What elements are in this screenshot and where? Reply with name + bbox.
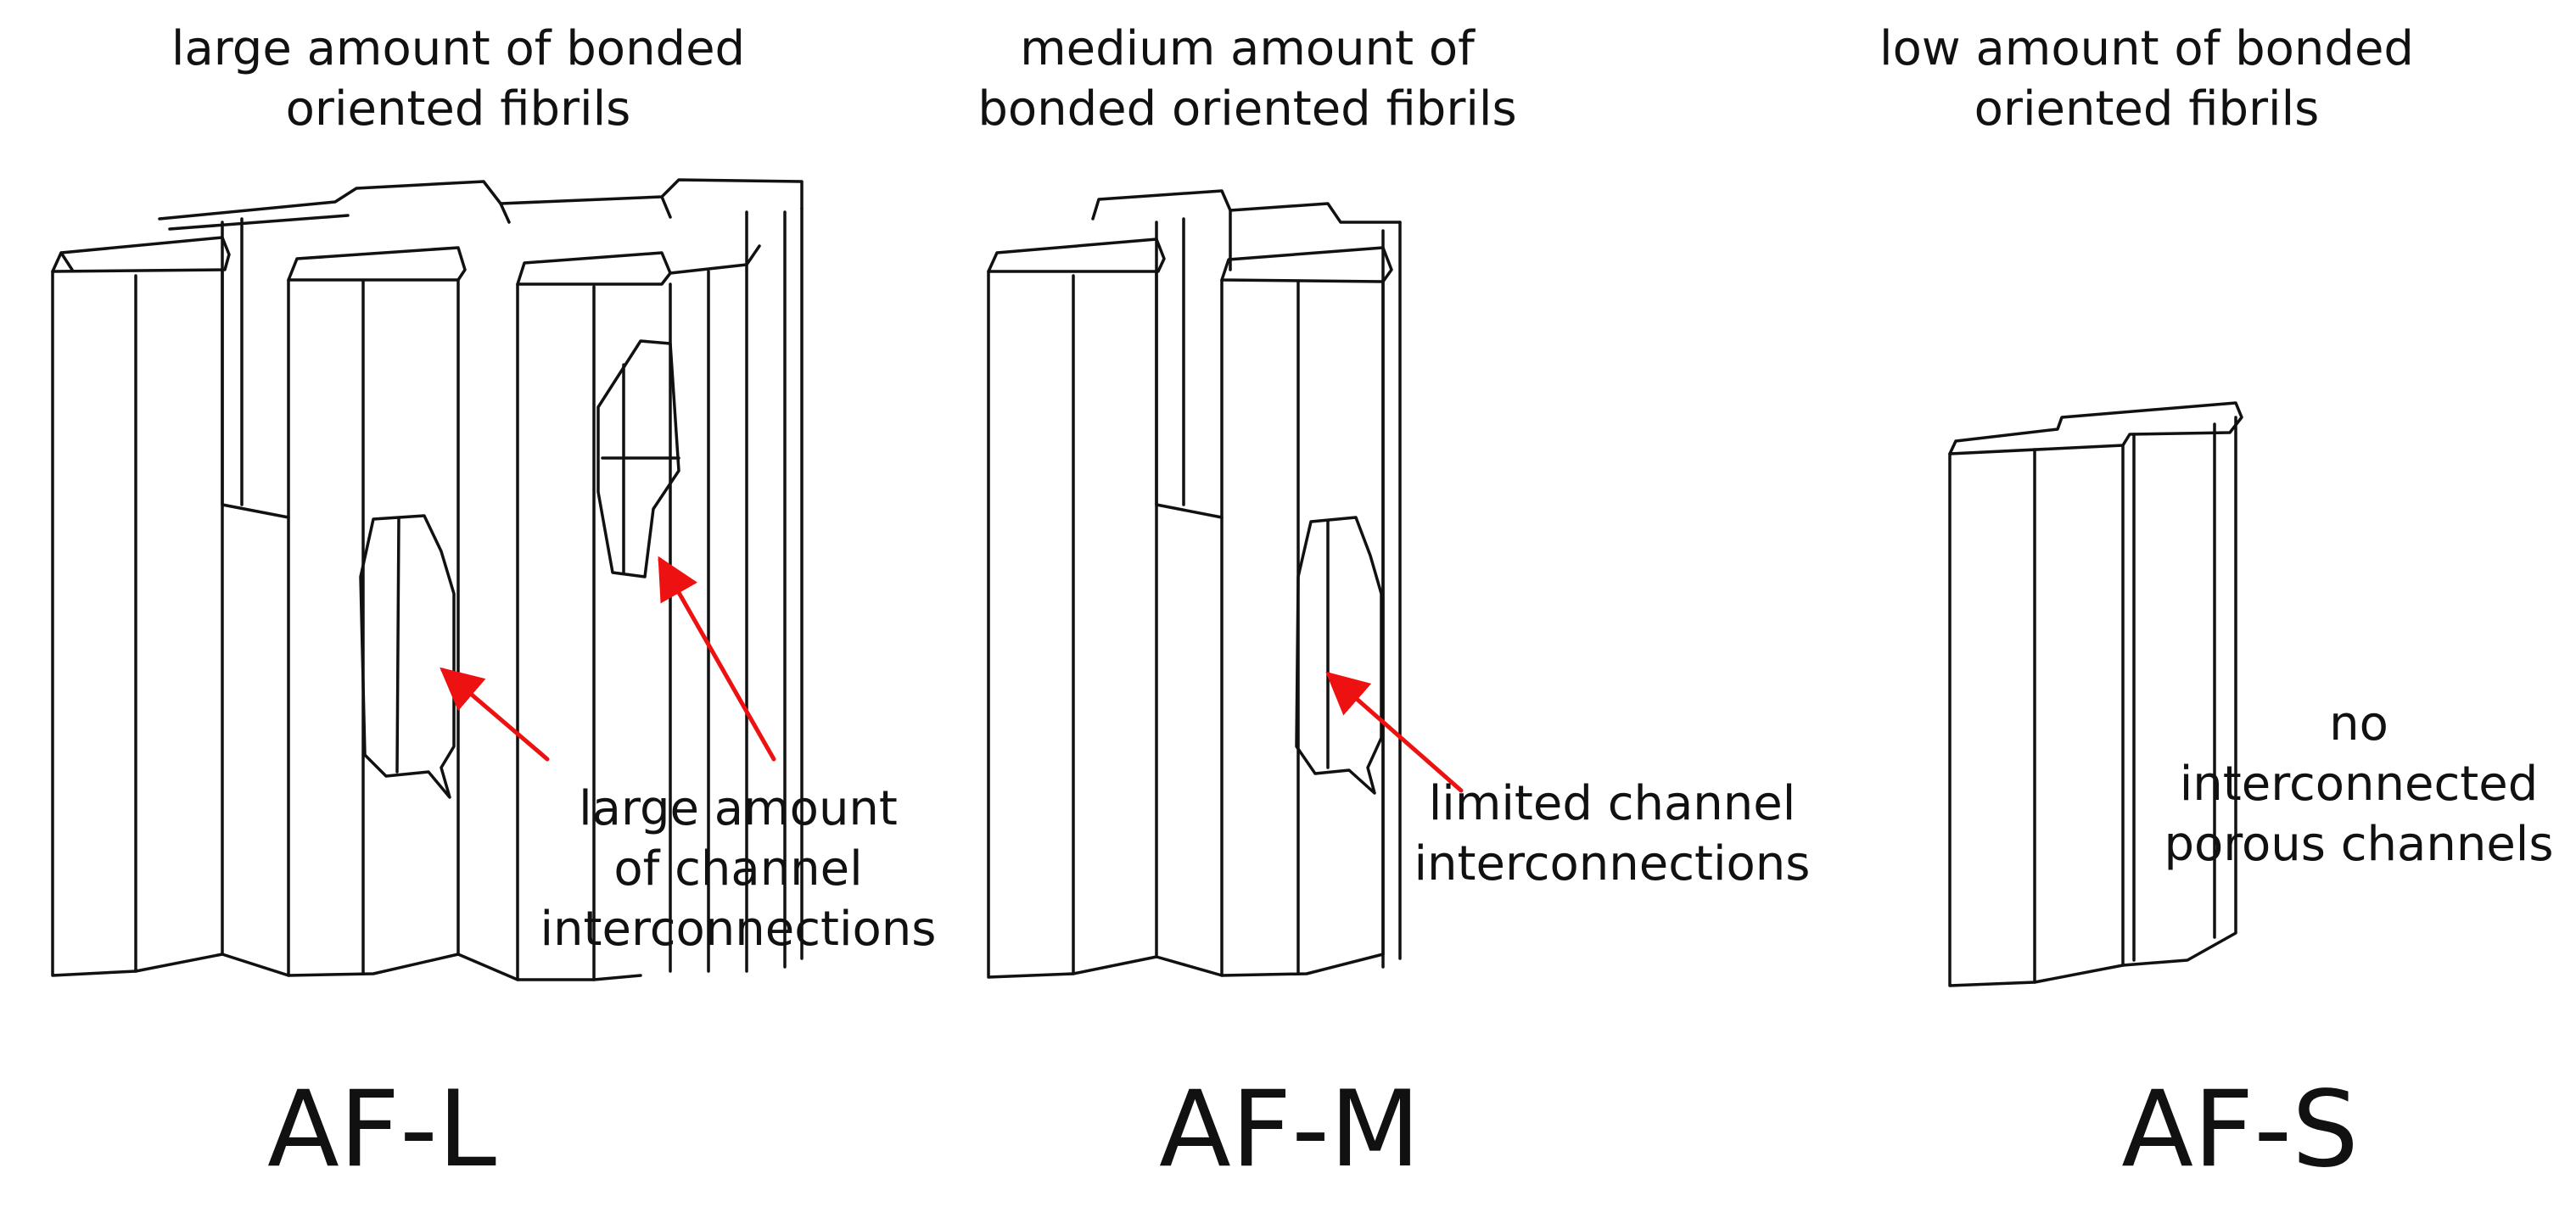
af-l-front-left (51, 270, 642, 981)
af-s-inner-edges (2033, 422, 2216, 984)
af-m-back-top (1091, 189, 1402, 224)
af-m-label: AF-M (1159, 1069, 1420, 1191)
af-l-window-1-inner (395, 517, 400, 774)
af-l-right-top (516, 244, 761, 286)
af-s-bundle (1948, 401, 2243, 987)
af-l-front-edges (134, 268, 290, 977)
af-l-front-top (51, 236, 231, 273)
af-l-mid-edges (287, 278, 519, 981)
annotation-arrows (440, 556, 1464, 793)
af-m-back-verticals (1155, 209, 1402, 969)
af-l-window-2-inner (601, 363, 680, 574)
af-l-arrow-2 (658, 556, 776, 762)
af-m-bundle (987, 189, 1402, 979)
af-m-window (1295, 516, 1383, 795)
af-l-bundle (51, 178, 804, 981)
af-s-note: no interconnected porous channels (2164, 696, 2554, 873)
af-m-front-top (987, 237, 1166, 273)
af-l-back-top-inner (168, 195, 672, 231)
af-l-back-top (158, 178, 804, 221)
af-s-heading: low amount of bonded oriented fibrils (1879, 21, 2414, 137)
af-m-arrow (1325, 671, 1464, 793)
af-m-front-fibril-edges (1220, 278, 1385, 975)
af-m-front-left (987, 270, 1385, 979)
af-l-heading: large amount of bonded oriented fibrils (171, 21, 746, 137)
af-s-top (1948, 401, 2243, 455)
af-l-arrow-1 (440, 667, 550, 762)
af-l-note: large amount of channel interconnections (540, 781, 937, 958)
af-l-window-1 (359, 514, 456, 799)
af-m-heading: medium amount of bonded oriented fibrils (977, 21, 1517, 137)
af-m-note: limited channel interconnections (1414, 776, 1811, 892)
af-l-mid-top (287, 246, 467, 282)
af-l-right-edges (592, 270, 710, 981)
af-l-window-2 (596, 339, 680, 578)
af-m-front-fibril-top (1220, 246, 1393, 283)
af-s-label: AF-S (2121, 1069, 2359, 1191)
af-m-front-edges (1072, 270, 1224, 977)
af-l-label: AF-L (267, 1069, 496, 1191)
